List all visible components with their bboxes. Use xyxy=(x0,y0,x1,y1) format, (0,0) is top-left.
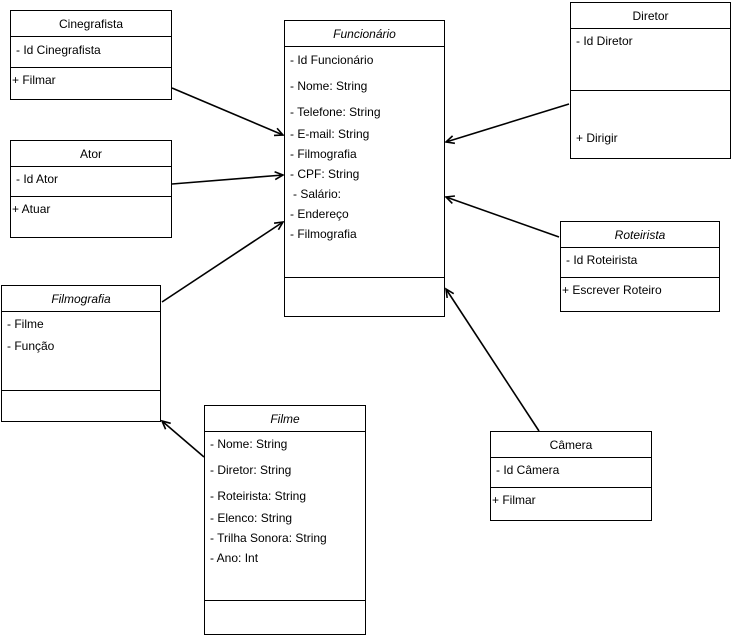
section-divider xyxy=(571,90,730,91)
attribute: - Elenco: String xyxy=(210,511,293,525)
relation-filmografia-funcionario xyxy=(161,221,284,303)
class-ator[interactable]: Ator - Id Ator + Atuar xyxy=(10,140,172,238)
attribute: - E-mail: String xyxy=(290,127,370,141)
class-name: Funcionário xyxy=(285,21,444,47)
arrowhead-icon xyxy=(160,419,171,430)
attribute: - Id Funcionário xyxy=(290,53,374,67)
class-name: Diretor xyxy=(571,3,730,29)
class-name: Cinegrafista xyxy=(11,11,171,37)
class-name: Roteirista xyxy=(561,222,719,248)
section-divider xyxy=(491,487,651,488)
section-divider xyxy=(285,277,444,278)
arrowhead-icon xyxy=(274,171,285,181)
arrowhead-icon xyxy=(273,127,285,137)
attribute: - Endereço xyxy=(290,207,349,221)
attribute: - Salário: xyxy=(293,187,342,201)
class-filme[interactable]: Filme - Nome: String - Diretor: String -… xyxy=(204,405,366,635)
class-camera[interactable]: Câmera - Id Câmera + Filmar xyxy=(490,431,652,521)
arrowhead-icon xyxy=(444,287,455,299)
class-name: Ator xyxy=(11,141,171,167)
class-filmografia[interactable]: Filmografia - Filme - Função xyxy=(1,285,161,422)
class-cinegrafista[interactable]: Cinegrafista - Id Cinegrafista + Filmar xyxy=(10,10,172,100)
attribute: - Trilha Sonora: String xyxy=(210,531,327,545)
relation-filme-filmografia xyxy=(161,420,205,458)
attribute: - Id Diretor xyxy=(576,34,633,48)
attribute: - Filmografia xyxy=(290,147,357,161)
section-divider xyxy=(2,390,160,391)
attribute: - Nome: String xyxy=(290,79,368,93)
attribute: - Id Ator xyxy=(16,172,59,186)
class-funcionario[interactable]: Funcionário - Id Funcionário - Nome: Str… xyxy=(284,20,445,317)
class-diretor[interactable]: Diretor - Id Diretor + Dirigir xyxy=(570,2,731,159)
method: + Escrever Roteiro xyxy=(562,283,662,297)
attribute: - Diretor: String xyxy=(210,463,292,477)
attribute: - Id Cinegrafista xyxy=(16,43,101,57)
attribute: - Id Roteirista xyxy=(566,253,638,267)
relation-ator-funcionario xyxy=(171,174,284,185)
attribute: - Filmografia xyxy=(290,227,357,241)
attribute: - Filme xyxy=(7,317,44,331)
attribute: - Nome: String xyxy=(210,437,288,451)
method: + Filmar xyxy=(492,493,536,507)
section-divider xyxy=(11,67,171,68)
relation-roteirista-funcionario xyxy=(445,196,560,238)
relation-diretor-funcionario xyxy=(445,103,570,143)
attribute: - Id Câmera xyxy=(496,463,560,477)
method: + Filmar xyxy=(12,73,56,87)
attribute: - CPF: String xyxy=(290,167,360,181)
method: + Atuar xyxy=(12,202,51,216)
section-divider xyxy=(205,600,365,601)
attribute: - Roteirista: String xyxy=(210,489,307,503)
class-name: Filmografia xyxy=(2,286,160,312)
attribute: - Ano: Int xyxy=(210,551,259,565)
attribute: - Telefone: String xyxy=(290,105,381,119)
arrowhead-icon xyxy=(273,220,285,231)
section-divider xyxy=(561,277,719,278)
arrowhead-icon xyxy=(444,135,456,145)
class-name: Filme xyxy=(205,406,365,432)
relation-camera-funcionario xyxy=(445,288,540,432)
attribute: - Função xyxy=(7,339,55,353)
class-name: Câmera xyxy=(491,432,651,458)
class-roteirista[interactable]: Roteirista - Id Roteirista + Escrever Ro… xyxy=(560,221,720,312)
section-divider xyxy=(11,196,171,197)
arrowhead-icon xyxy=(444,195,456,204)
relation-cinegrafista-funcionario xyxy=(171,87,284,136)
method: + Dirigir xyxy=(576,131,618,145)
